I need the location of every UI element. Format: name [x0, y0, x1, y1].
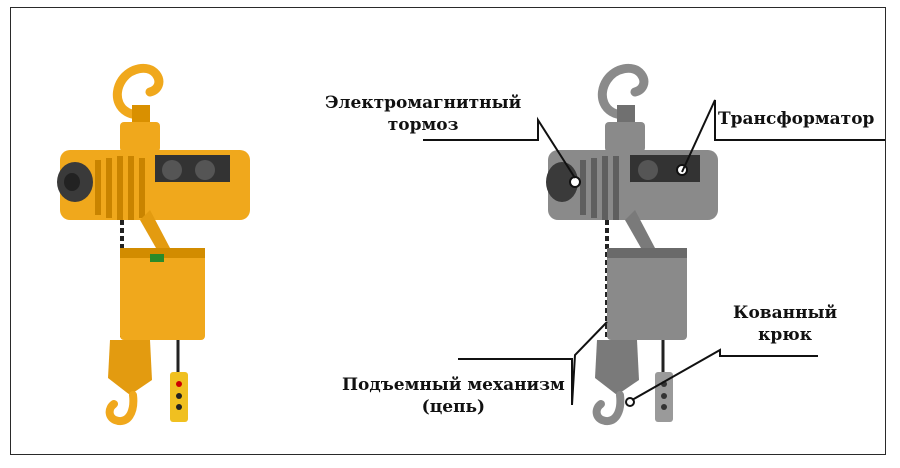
- label-transformer: Трансформатор: [718, 109, 875, 129]
- brake-line-1: Электромагнитный: [325, 93, 522, 113]
- leader-hook: [631, 348, 818, 401]
- leader-transformer: [681, 99, 885, 173]
- lifting-line-1: Подъемный механизм: [342, 375, 565, 395]
- brake-line-2: тормоз: [387, 115, 459, 135]
- lifting-line-2: (цепь): [421, 397, 486, 417]
- image-frame: [10, 7, 886, 455]
- label-electromagnetic-brake: Электромагнитный тормоз: [325, 92, 521, 136]
- label-lifting-mechanism: Подъемный механизм (цепь): [342, 374, 565, 418]
- leader-lifting: [458, 321, 608, 406]
- hook-line-1: Кованный: [733, 303, 838, 323]
- colored-hoist-illustration: [57, 63, 250, 426]
- leader-brake: [423, 116, 576, 179]
- label-forged-hook: Кованный крюк: [733, 302, 837, 346]
- hook-line-2: крюк: [758, 325, 813, 345]
- leader-lines: [423, 99, 885, 406]
